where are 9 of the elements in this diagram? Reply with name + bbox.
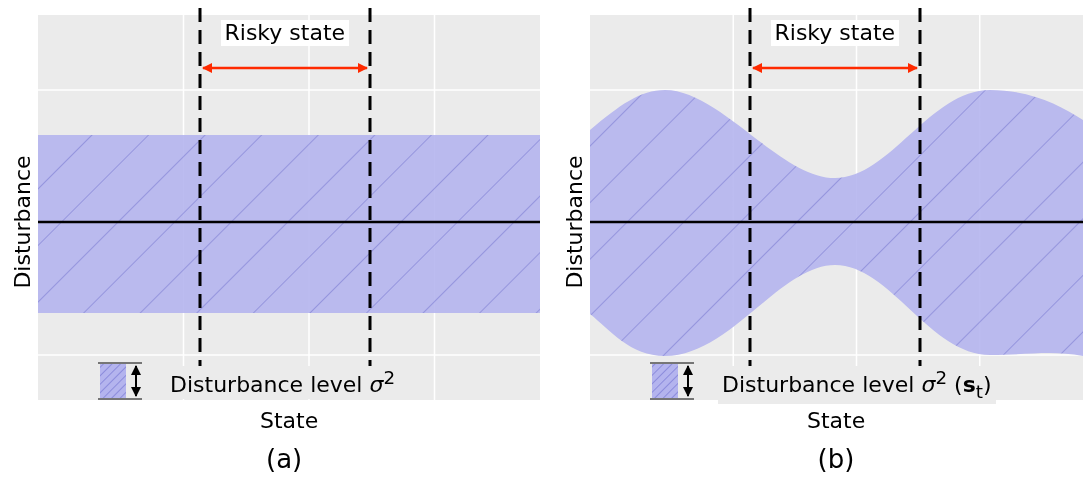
axis-label: State [807, 410, 866, 432]
region-label: Risky state [770, 20, 900, 46]
region-label: Risky state [220, 20, 350, 46]
axis-label: Disturbance [11, 155, 34, 289]
axis-label: Disturbance [563, 155, 586, 289]
panel-label: (a) [266, 446, 303, 472]
panel-label: (b) [817, 446, 855, 472]
annotation-text: Disturbance level σ$^{2}$ (s$_{t}$) [718, 366, 996, 405]
axis-label: State [260, 410, 319, 432]
